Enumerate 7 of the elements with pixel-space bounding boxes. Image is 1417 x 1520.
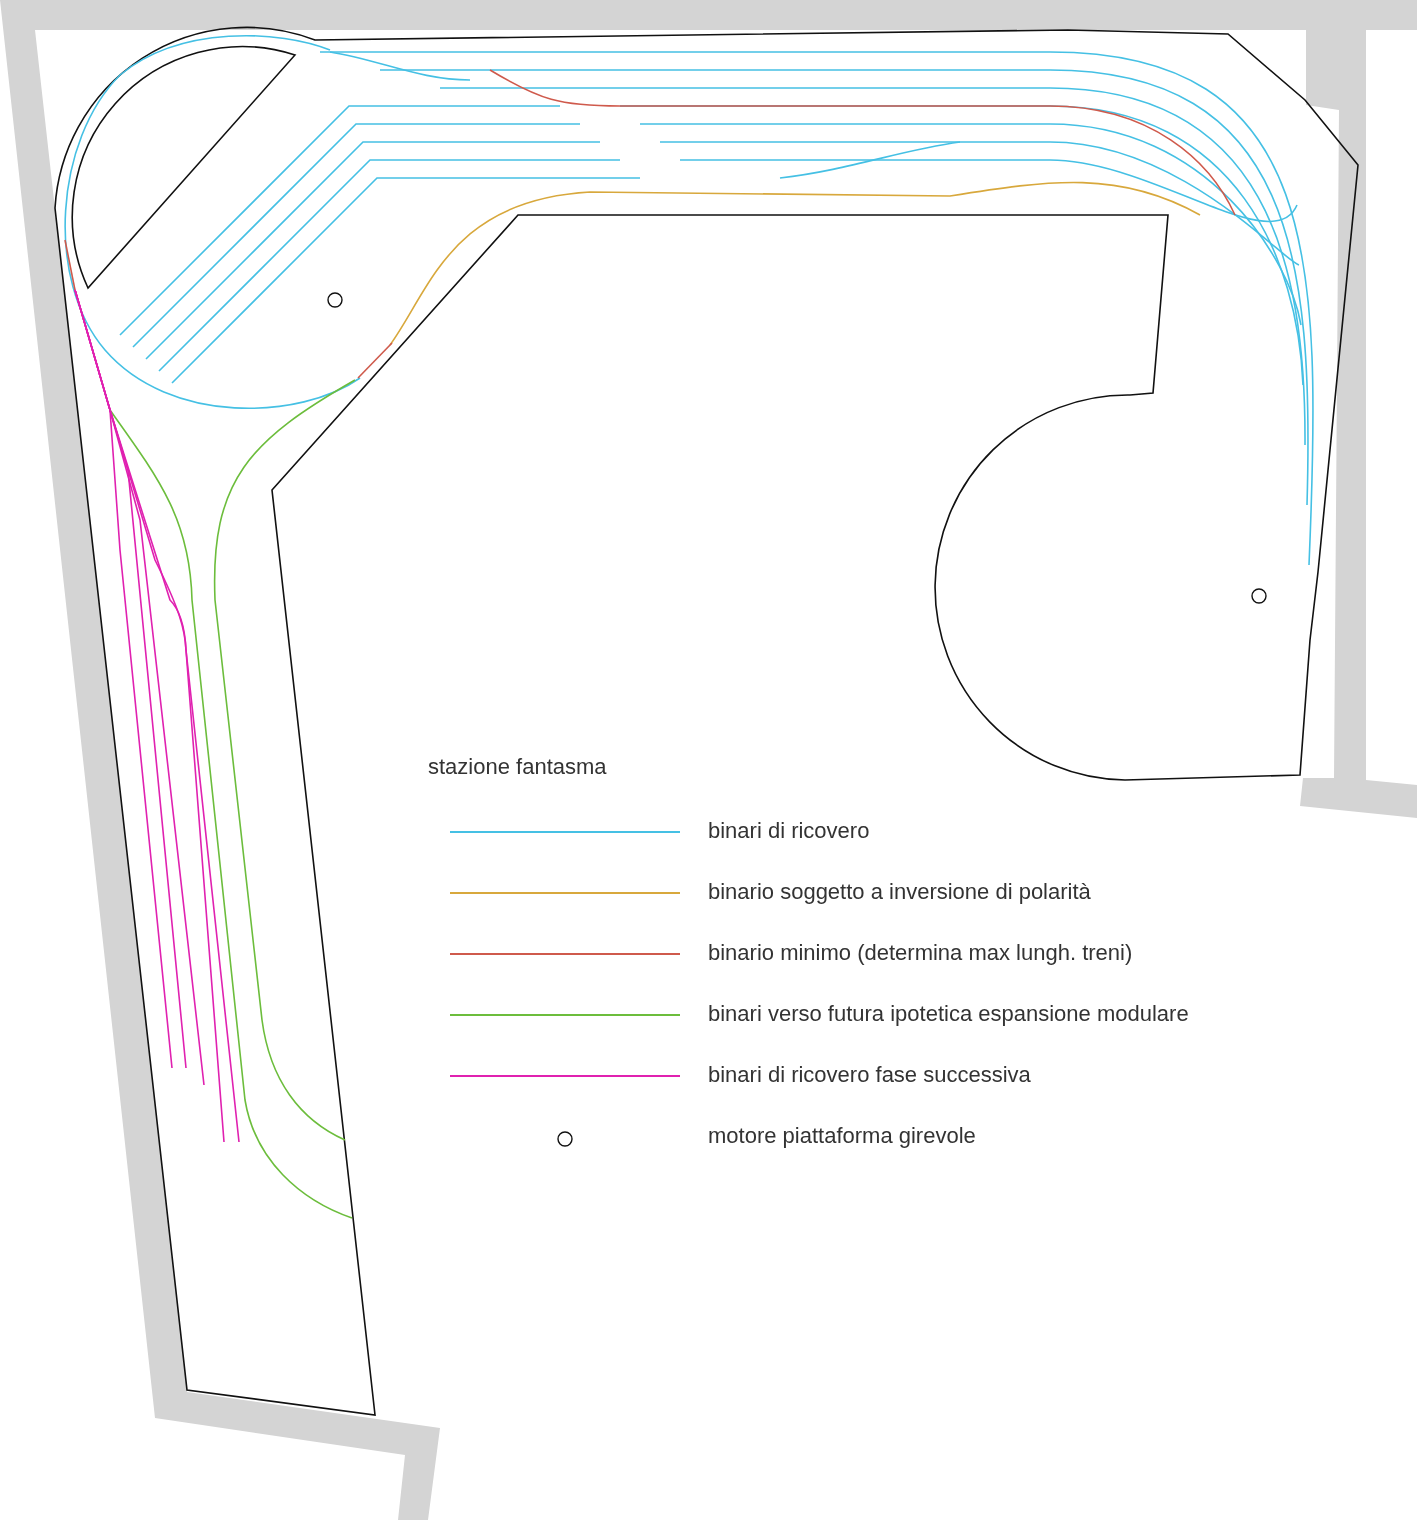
legend-label: binari verso futura ipotetica espansione modulare (708, 1001, 1189, 1027)
area-label: stazione fantasma (428, 754, 607, 780)
legend-label: binario soggetto a inversione di polarità (708, 879, 1091, 905)
legend-label: binari di ricovero (708, 818, 870, 844)
legend-label: binario minimo (determina max lungh. treni) (708, 940, 1133, 966)
legend-label: motore piattaforma girevole (708, 1123, 976, 1149)
legend-label: binari di ricovero fase successiva (708, 1062, 1031, 1088)
